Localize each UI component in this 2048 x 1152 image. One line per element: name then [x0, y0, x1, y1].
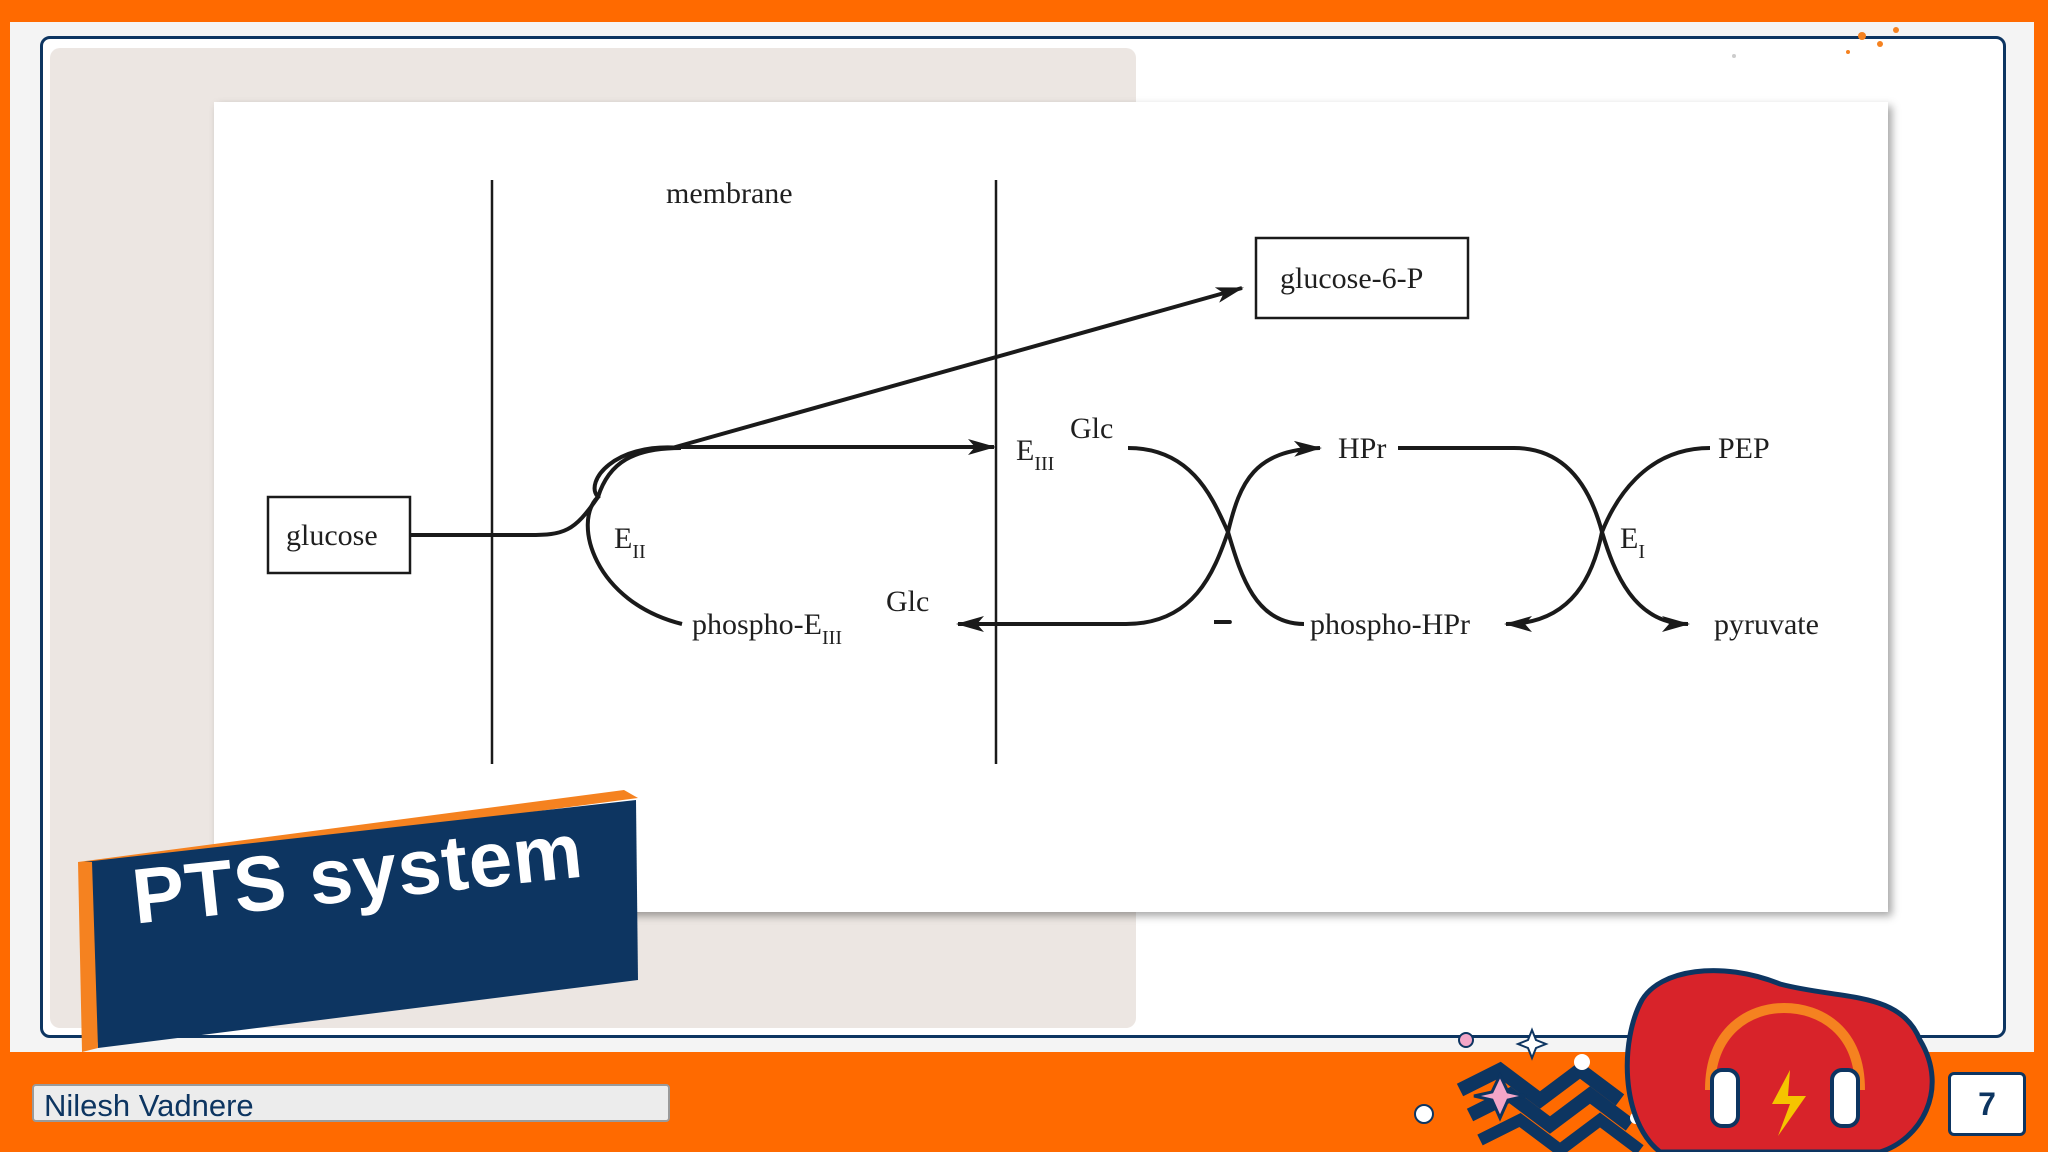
- title-banner: [78, 790, 638, 1060]
- arrow-to-glucose6p: [671, 286, 1244, 450]
- ei-label: EI: [1620, 522, 1645, 563]
- eii-arc: [585, 445, 683, 626]
- phospho-hpr-label: phospho-HPr: [1310, 608, 1470, 641]
- pep-to-pyruvate: [1599, 446, 1711, 632]
- eiii-exchange-left: [1125, 446, 1231, 626]
- eii-label: EII: [614, 522, 646, 563]
- hpr-label: HPr: [1338, 432, 1386, 465]
- pts-diagram-svg: membrane glucose glucose-6-P EII EIII Gl…: [266, 177, 1819, 764]
- glucose6p-box: [1254, 236, 1470, 320]
- phospho-eiii-label: phospho-EIII: [692, 608, 842, 649]
- glucose-flow-line: [410, 495, 600, 537]
- pts-diagram: membrane glucose glucose-6-P EII EIII Gl…: [214, 102, 1888, 912]
- glucose-label: glucose: [286, 519, 378, 552]
- hpr-exchange-right: [1225, 440, 1322, 626]
- pyruvate-label: pyruvate: [1714, 608, 1819, 641]
- author-name: Nilesh Vadnere: [44, 1088, 254, 1123]
- author-bar: Nilesh Vadnere: [32, 1084, 670, 1123]
- eiii-glc-label: Glc: [1070, 412, 1113, 445]
- phospho-eiii-glc-label: Glc: [886, 585, 929, 618]
- hpr-to-phospho-hpr: [1398, 446, 1605, 632]
- glucose6p-label: glucose-6-P: [1280, 262, 1423, 295]
- membrane-label: membrane: [666, 177, 793, 210]
- page-number: 7: [1948, 1072, 2026, 1136]
- eiii-label: EIII: [1016, 434, 1054, 475]
- pep-label: PEP: [1718, 432, 1770, 465]
- zigzag-decoration-icon: [1456, 1061, 1644, 1152]
